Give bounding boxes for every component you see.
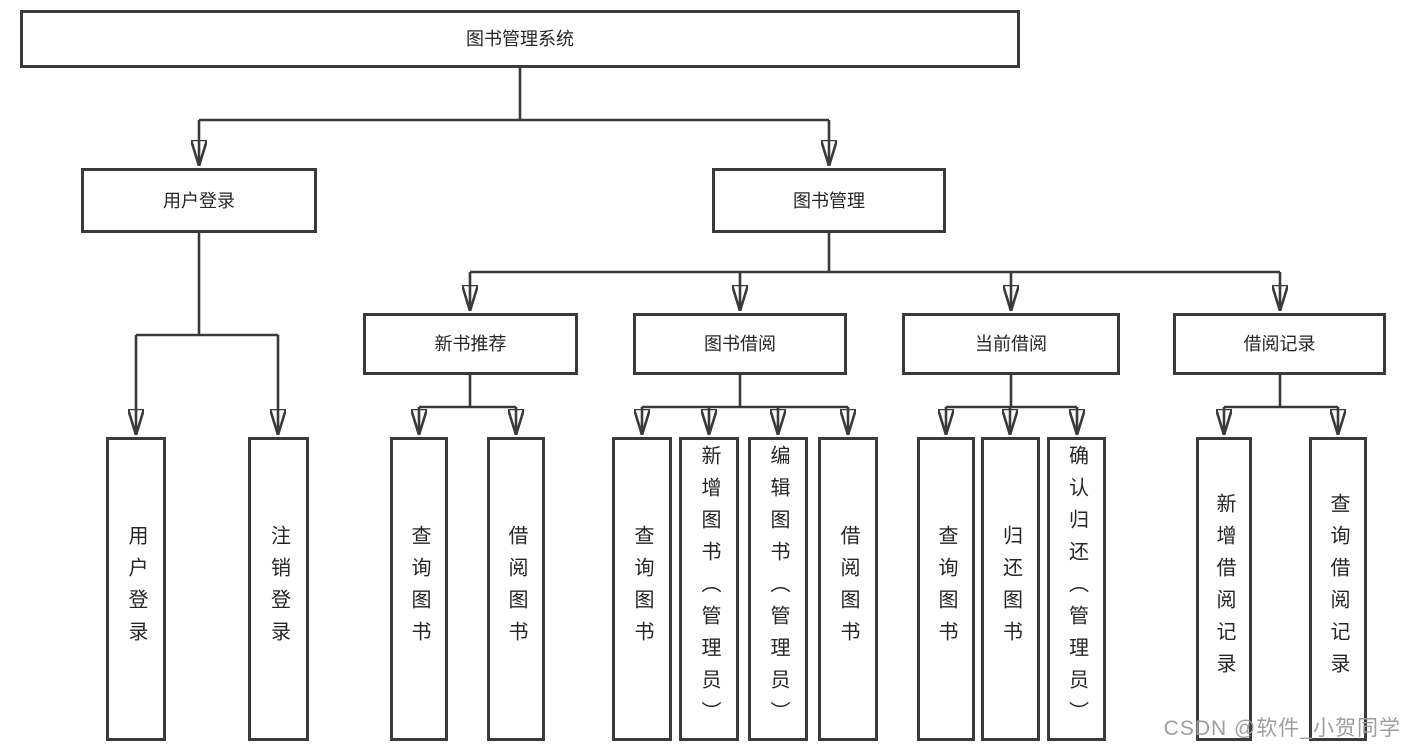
leaf-logout-label: 注销登录 [267,525,290,653]
node-book-management: 图书管理 [712,168,946,233]
node-root-label: 图书管理系统 [466,29,574,49]
leaf-query-books-2: 查询图书 [612,437,672,741]
leaf-edit-book-admin-label: 编辑图书（管理员） [767,445,789,733]
leaf-query-borrow-record: 查询借阅记录 [1309,437,1367,741]
node-user-login: 用户登录 [81,168,317,233]
leaf-logout: 注销登录 [248,437,309,741]
leaf-add-borrow-record-label: 新增借阅记录 [1213,493,1235,685]
leaf-add-borrow-record: 新增借阅记录 [1196,437,1252,741]
leaf-borrow-books-1-label: 借阅图书 [505,525,527,653]
leaf-query-books-3: 查询图书 [917,437,975,741]
leaf-query-books-1-label: 查询图书 [408,525,430,653]
leaf-query-borrow-record-label: 查询借阅记录 [1327,493,1349,685]
leaf-confirm-return-admin: 确认归还（管理员） [1047,437,1106,741]
leaf-user-login-label: 用户登录 [125,525,147,653]
leaf-query-books-3-label: 查询图书 [935,525,957,653]
node-user-login-label: 用户登录 [163,190,235,211]
node-new-book-recommend-label: 新书推荐 [434,334,507,354]
node-book-borrow: 图书借阅 [633,313,847,375]
leaf-borrow-books-2: 借阅图书 [818,437,878,741]
leaf-add-book-admin-label: 新增图书（管理员） [698,445,720,733]
node-borrow-records-label: 借阅记录 [1243,334,1316,354]
node-borrow-records: 借阅记录 [1173,313,1386,375]
node-new-book-recommend: 新书推荐 [363,313,578,375]
leaf-user-login: 用户登录 [106,437,166,741]
node-current-borrow: 当前借阅 [902,313,1120,375]
leaf-borrow-books-2-label: 借阅图书 [837,525,859,653]
node-current-borrow-label: 当前借阅 [975,334,1047,354]
node-book-borrow-label: 图书借阅 [704,334,776,354]
node-book-management-label: 图书管理 [793,190,865,211]
node-root: 图书管理系统 [20,10,1020,68]
leaf-borrow-books-1: 借阅图书 [487,437,545,741]
leaf-confirm-return-admin-label: 确认归还（管理员） [1065,445,1088,733]
leaf-return-book: 归还图书 [981,437,1040,741]
leaf-query-books-2-label: 查询图书 [631,525,653,653]
leaf-add-book-admin: 新增图书（管理员） [679,437,739,741]
leaf-return-book-label: 归还图书 [999,525,1022,653]
leaf-query-books-1: 查询图书 [390,437,448,741]
leaf-edit-book-admin: 编辑图书（管理员） [748,437,808,741]
